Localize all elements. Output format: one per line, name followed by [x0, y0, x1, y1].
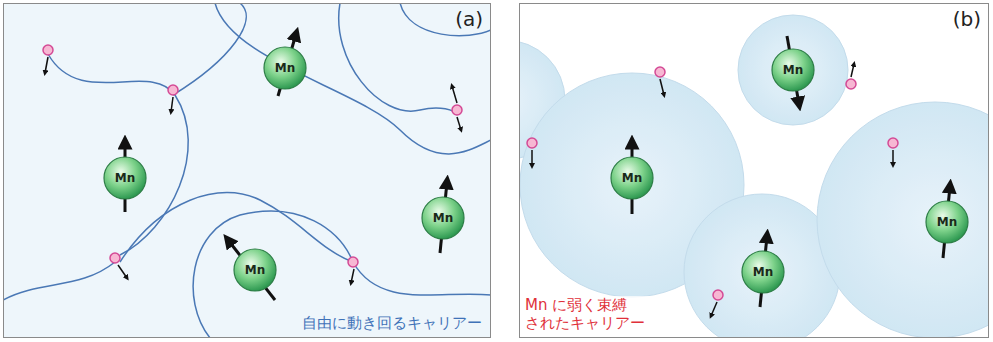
ion-label: Mn [622, 171, 642, 185]
panel: (b)Mn に弱く束縛 されたキャリアーMnMnMnMn [519, 3, 989, 338]
ion-label: Mn [115, 171, 135, 185]
carriers [43, 45, 898, 300]
caption: Mn に弱く束縛 されたキャリアー [523, 296, 657, 332]
ion-label: Mn [433, 211, 453, 225]
mn-ion: Mn [263, 46, 307, 90]
caption: 自由に動き回るキャリアー [300, 314, 484, 332]
mn-ion: Mn [103, 156, 147, 200]
ion-label: Mn [937, 215, 957, 229]
binding-clouds [519, 15, 989, 338]
panel-ground [3, 3, 491, 338]
panel: (a)自由に動き回るキャリアーMnMnMnMn [3, 3, 491, 338]
panel-label: (b) [953, 7, 981, 31]
ion-label: Mn [783, 63, 803, 77]
mn-ion: Mn [771, 48, 815, 92]
ion-label: Mn [753, 265, 773, 279]
panel-label: (a) [455, 7, 483, 31]
mn-ion: Mn [925, 200, 969, 244]
ion-label: Mn [245, 263, 265, 277]
carrier-paths [3, 3, 491, 338]
ion-label: Mn [275, 61, 295, 75]
mn-spins [125, 34, 950, 307]
mn-ion: Mn [233, 248, 277, 292]
mn-ion: Mn [421, 196, 465, 240]
mn-ion: Mn [610, 156, 654, 200]
mn-ion: Mn [741, 250, 785, 294]
carrier-spins [45, 57, 893, 316]
